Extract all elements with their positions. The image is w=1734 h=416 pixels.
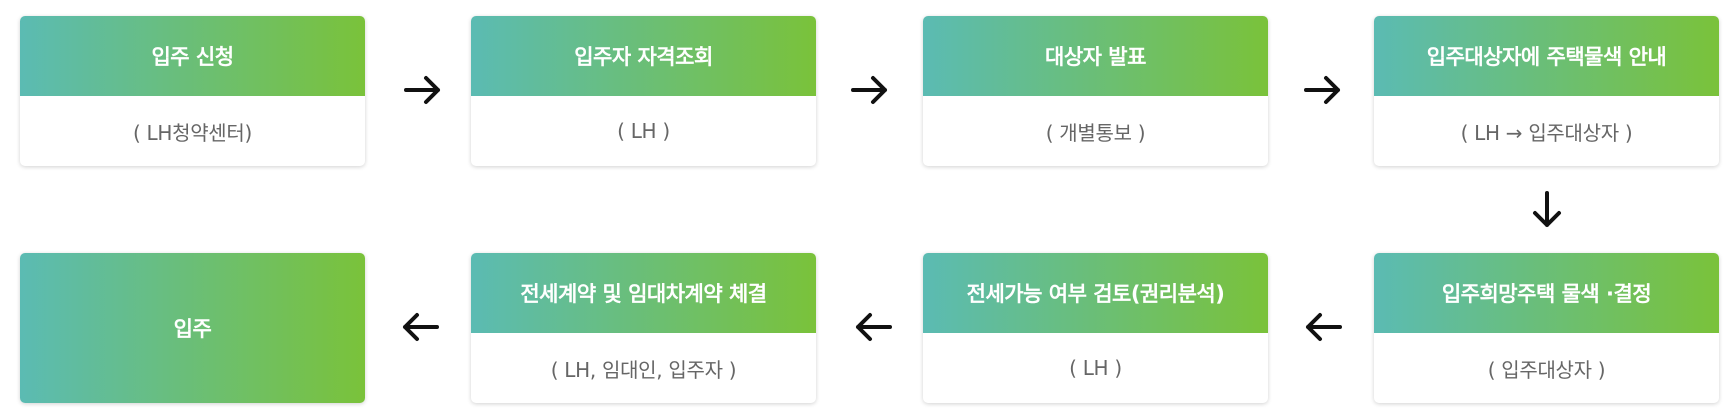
arrow-right-icon [403,70,443,110]
arrow-right-icon [1303,70,1343,110]
step-title: 대상자 발표 [923,16,1268,96]
step-card-house-search: 입주희망주택 물색 ·결정 ( 입주대상자 ) [1374,253,1719,403]
step-card-housing-guide: 입주대상자에 주택물색 안내 ( LH → 입주대상자 ) [1374,16,1719,166]
step-title: 전세계약 및 임대차계약 체결 [471,253,816,333]
step-card-announcement: 대상자 발표 ( 개별통보 ) [923,16,1268,166]
step-subtitle: ( LH → 입주대상자 ) [1460,120,1633,145]
step-title: 입주자 자격조회 [471,16,816,96]
step-title: 입주희망주택 물색 ·결정 [1374,253,1719,333]
step-card-move-in: 입주 [20,253,365,403]
arrow-right-icon [850,70,890,110]
step-subtitle: ( 입주대상자 ) [1487,357,1606,382]
step-subtitle: ( 개별통보 ) [1045,120,1146,145]
step-subtitle: ( LH, 임대인, 입주자 ) [550,357,737,382]
step-title: 입주 [20,253,365,403]
step-title: 입주대상자에 주택물색 안내 [1374,16,1719,96]
arrow-left-icon [853,307,893,347]
step-subtitle: ( LH ) [1069,356,1122,380]
arrow-left-icon [400,307,440,347]
step-card-eligibility-check: 입주자 자격조회 ( LH ) [471,16,816,166]
step-card-apply: 입주 신청 ( LH청약센터) [20,16,365,166]
step-card-rights-analysis: 전세가능 여부 검토(권리분석) ( LH ) [923,253,1268,403]
step-subtitle: ( LH ) [617,119,670,143]
step-title: 전세가능 여부 검토(권리분석) [923,253,1268,333]
arrow-left-icon [1303,307,1343,347]
arrow-down-icon [1527,190,1567,230]
step-subtitle: ( LH청약센터) [132,120,253,145]
step-card-contract: 전세계약 및 임대차계약 체결 ( LH, 임대인, 입주자 ) [471,253,816,403]
step-title: 입주 신청 [20,16,365,96]
